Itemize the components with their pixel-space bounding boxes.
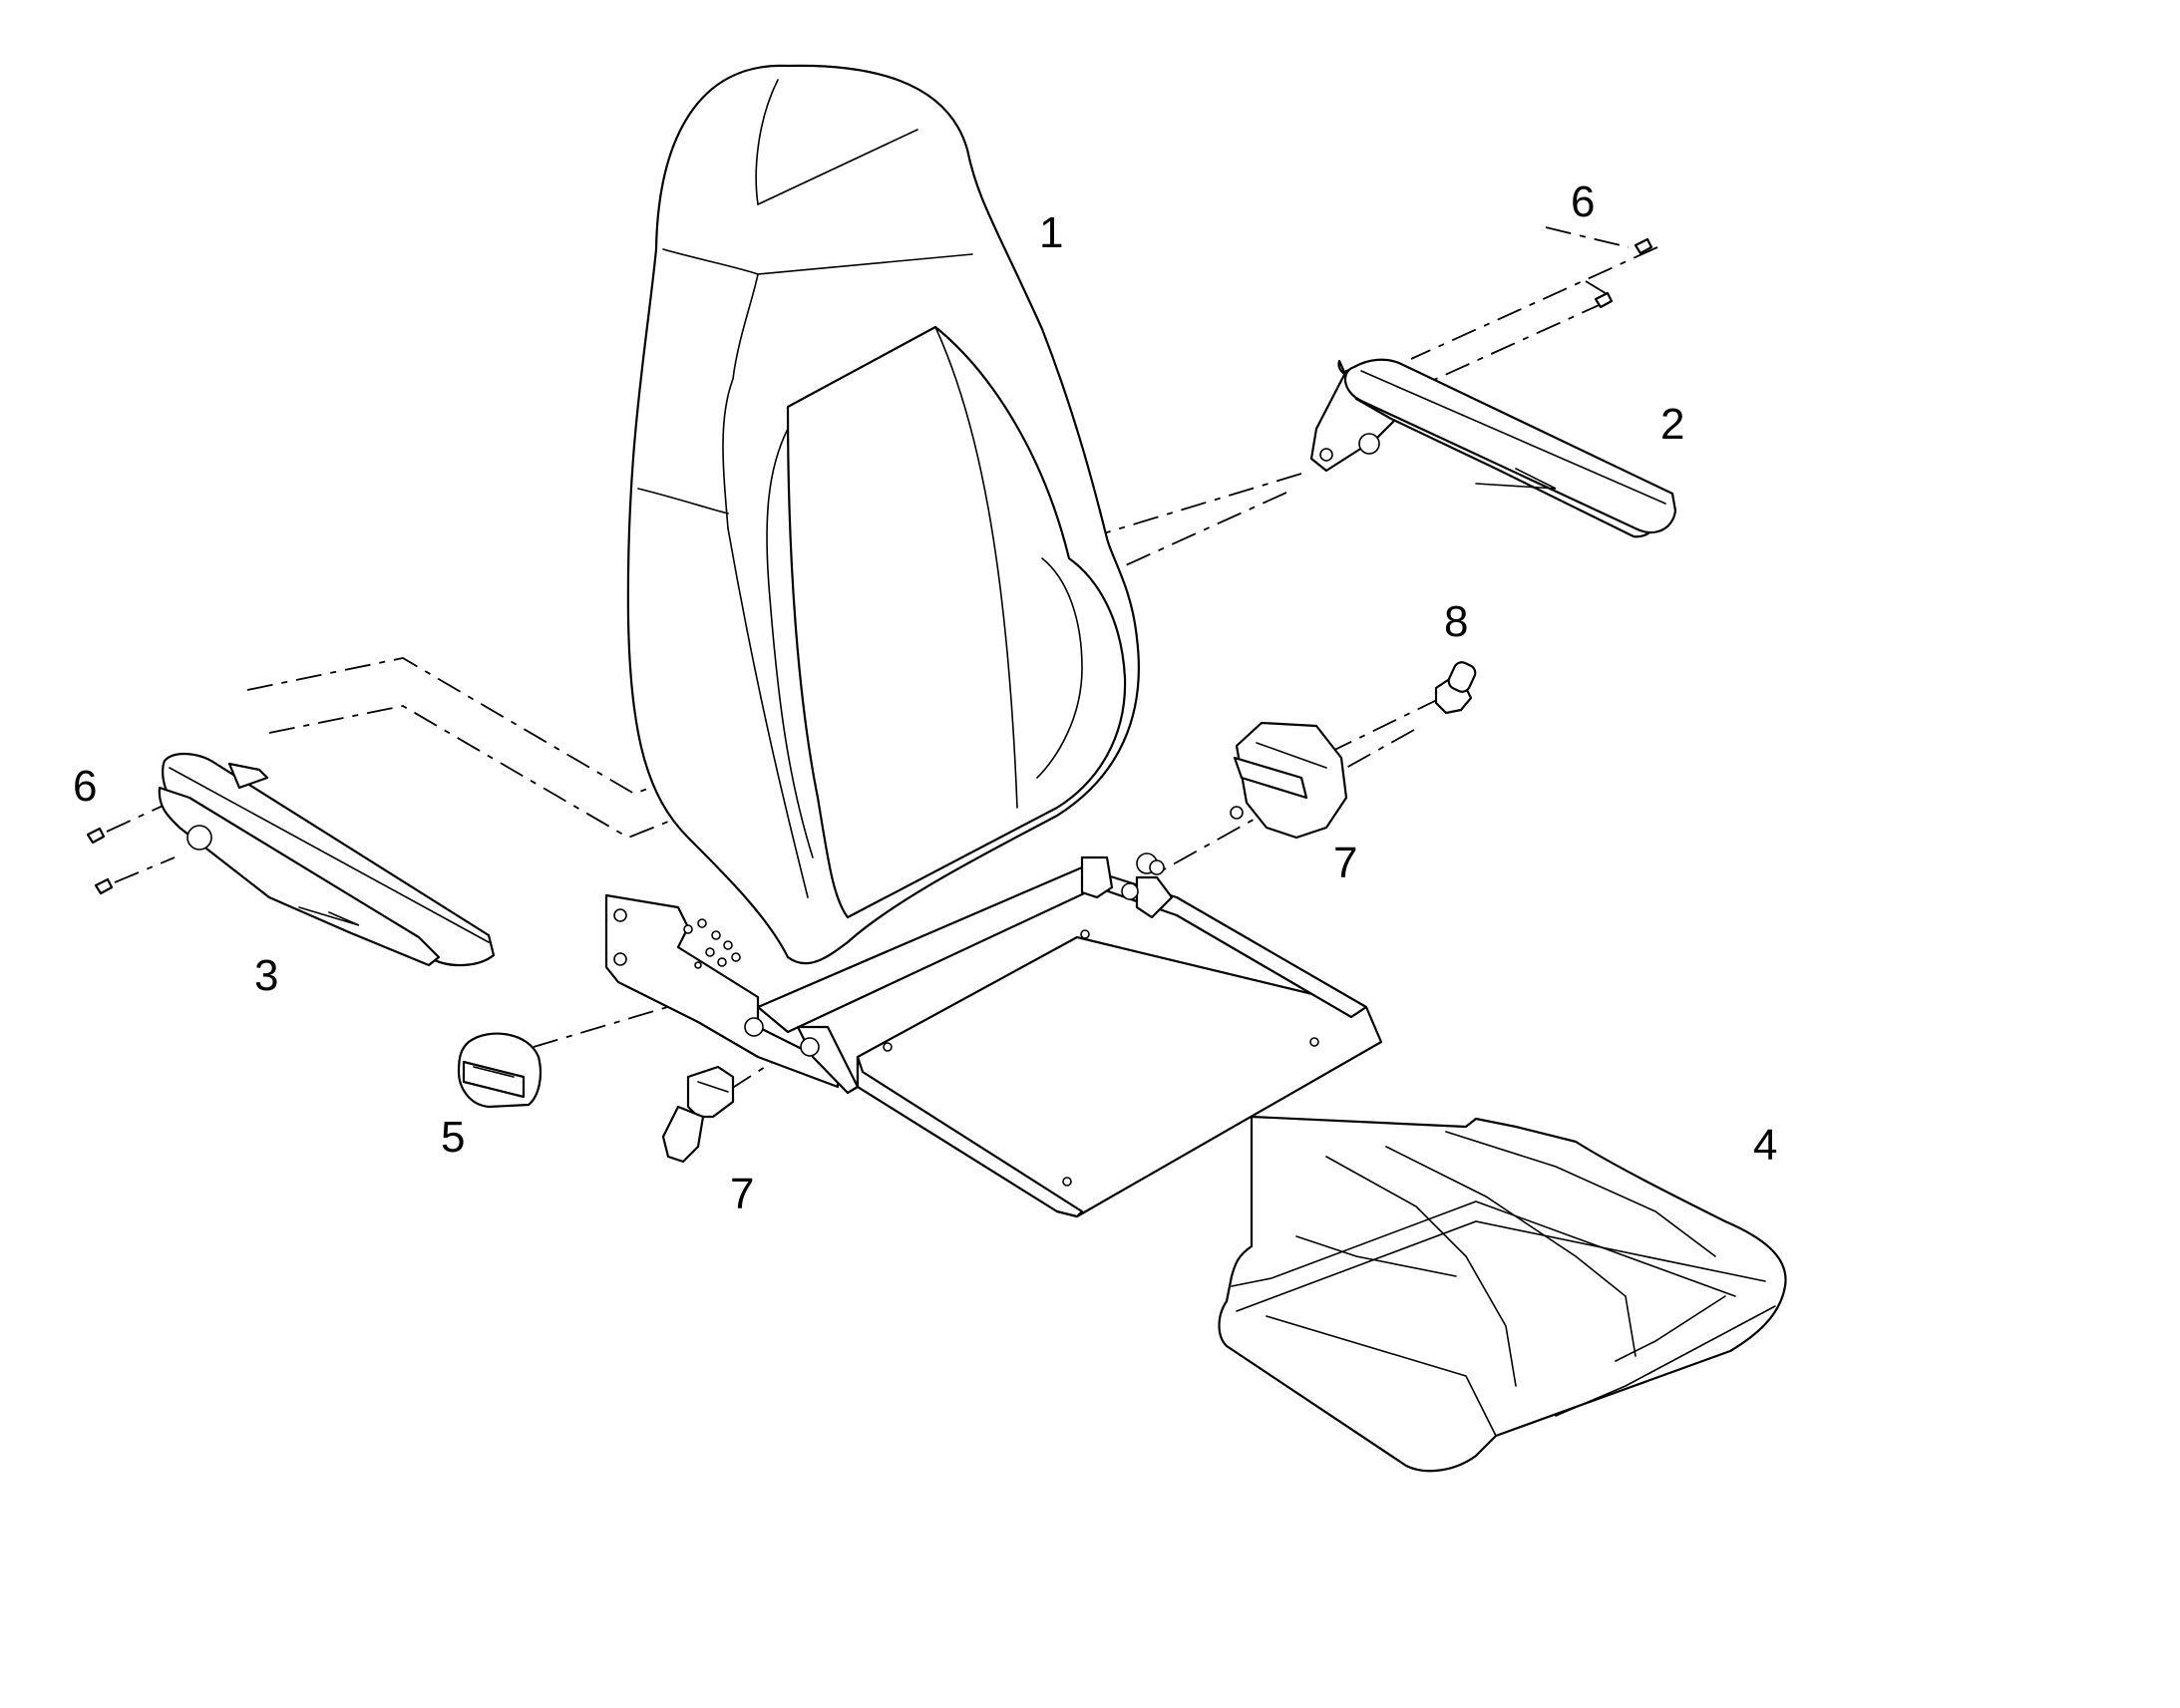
mounting-holes (683, 918, 741, 969)
callout-8: 8 (1444, 597, 1468, 646)
callout-3: 3 (254, 951, 278, 1000)
mounting-bracket (604, 855, 1174, 1095)
adjustment-knob (457, 1032, 543, 1109)
backrest-cushion (626, 64, 1140, 965)
left-armrest (158, 753, 496, 967)
callout-2: 2 (1660, 400, 1684, 449)
screws-left (86, 827, 114, 895)
right-armrest (1309, 358, 1677, 538)
callout-7-left: 7 (730, 1170, 754, 1218)
lever-knob (1434, 661, 1477, 715)
seat-cushion (1218, 1115, 1787, 1473)
callout-1: 1 (1039, 208, 1063, 257)
right-lever (1136, 721, 1348, 875)
callout-6-left: 6 (73, 762, 97, 811)
screws-right (1594, 237, 1653, 309)
callout-7-right: 7 (1333, 839, 1357, 887)
left-lever (661, 1065, 735, 1164)
callout-4: 4 (1753, 1121, 1777, 1170)
callout-6-right: 6 (1571, 177, 1595, 226)
callout-labels: 1 2 3 4 5 6 6 7 7 8 (73, 177, 1777, 1218)
callout-5: 5 (441, 1113, 465, 1162)
